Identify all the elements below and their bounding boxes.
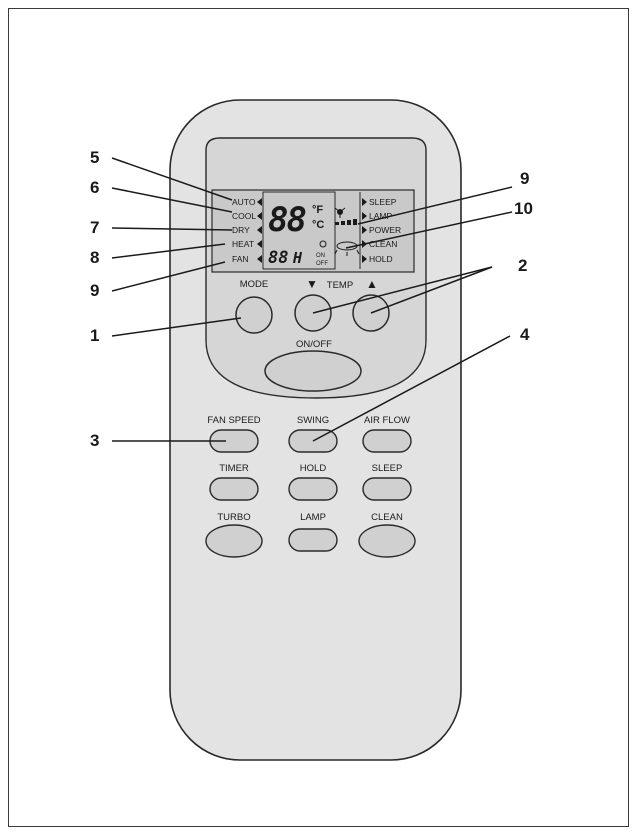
leader-1 (111, 317, 242, 337)
air-flow-button[interactable] (362, 429, 412, 453)
callout-10: 10 (514, 199, 533, 218)
lcd-unit-c: °C (312, 219, 324, 231)
lcd-timer-off: OFF (316, 261, 328, 267)
on-off-label: ON/OFF (296, 339, 332, 350)
callout-2: 2 (518, 256, 527, 275)
lcd-unit-f: °F (312, 204, 323, 216)
indicator-triangle-icon (257, 226, 262, 234)
indicator-triangle-icon (257, 212, 262, 220)
fan-speed-label: FAN SPEED (207, 415, 260, 426)
leader-8 (111, 243, 226, 259)
temp-label: TEMP (327, 280, 353, 291)
callout-1: 1 (90, 326, 99, 345)
indicator-triangle-icon (257, 255, 262, 263)
leader-7 (111, 227, 233, 231)
lcd-timer-unit: H (292, 249, 303, 267)
callout-6: 6 (90, 178, 99, 197)
indicator-triangle-icon (257, 198, 262, 206)
sleep-button[interactable] (362, 477, 412, 501)
lcd-label-sleep: SLEEP (369, 197, 397, 207)
indicator-triangle-icon (362, 226, 367, 234)
clock-icon (319, 240, 327, 248)
fan-speed-icon (334, 207, 346, 218)
lcd-label-lamp: LAMP (369, 211, 392, 221)
indicator-triangle-icon (362, 198, 367, 206)
temp-down-arrow-icon: ▼ (306, 277, 318, 291)
callout-8: 8 (90, 248, 99, 267)
sleep-label: SLEEP (372, 463, 403, 474)
leader-4 (312, 335, 511, 442)
callout-9-left: 9 (90, 281, 99, 300)
clean-button[interactable] (358, 524, 416, 558)
lcd-center-box (262, 191, 336, 270)
lcd-label-power: POWER (369, 225, 401, 235)
lcd-timer-on: ON (316, 253, 325, 259)
clean-label: CLEAN (371, 512, 403, 523)
leader-9-right (357, 186, 513, 225)
lcd-label-clean: CLEAN (369, 239, 397, 249)
lcd-label-hold: HOLD (369, 254, 393, 264)
timer-label: TIMER (219, 463, 249, 474)
turbo-button[interactable] (205, 524, 263, 558)
mode-button[interactable] (235, 296, 273, 334)
lcd-left-indicators (257, 198, 262, 263)
temp-up-arrow-icon: ▲ (366, 277, 378, 291)
on-off-button[interactable] (264, 350, 362, 392)
lcd-mode-cool: COOL (232, 211, 256, 221)
callout-5: 5 (90, 148, 99, 167)
leader-2b (370, 266, 493, 314)
lcd-mode-dry: DRY (232, 225, 250, 235)
leader-9-left (111, 261, 226, 292)
figure-frame (8, 8, 629, 827)
callout-9-right: 9 (520, 169, 529, 188)
leader-10 (345, 211, 513, 249)
lamp-button[interactable] (288, 528, 338, 552)
lcd-mode-fan: FAN (232, 254, 249, 264)
indicator-triangle-icon (257, 240, 262, 248)
air-flow-label: AIR FLOW (364, 415, 410, 426)
callout-lines (111, 157, 513, 442)
callout-7: 7 (90, 218, 99, 237)
callout-3: 3 (90, 431, 99, 450)
timer-button[interactable] (209, 477, 259, 501)
swing-label: SWING (297, 415, 329, 426)
leader-6 (111, 187, 233, 213)
lcd-temperature-digits: 88 (268, 200, 305, 240)
fan-level-bars-icon (335, 219, 357, 225)
hold-label: HOLD (300, 463, 327, 474)
callout-4: 4 (520, 325, 530, 344)
lcd-mode-auto: AUTO (232, 197, 256, 207)
lcd-screen (211, 189, 415, 273)
leader-2a (312, 266, 493, 314)
lamp-label: LAMP (300, 512, 326, 523)
leader-5 (111, 157, 233, 201)
indicator-triangle-icon (362, 255, 367, 263)
mode-label: MODE (240, 279, 269, 290)
indicator-triangle-icon (362, 212, 367, 220)
hold-button[interactable] (288, 477, 338, 501)
lcd-timer-digits: 88 (268, 248, 288, 268)
turbo-label: TURBO (217, 512, 250, 523)
lcd-mode-heat: HEAT (232, 239, 254, 249)
